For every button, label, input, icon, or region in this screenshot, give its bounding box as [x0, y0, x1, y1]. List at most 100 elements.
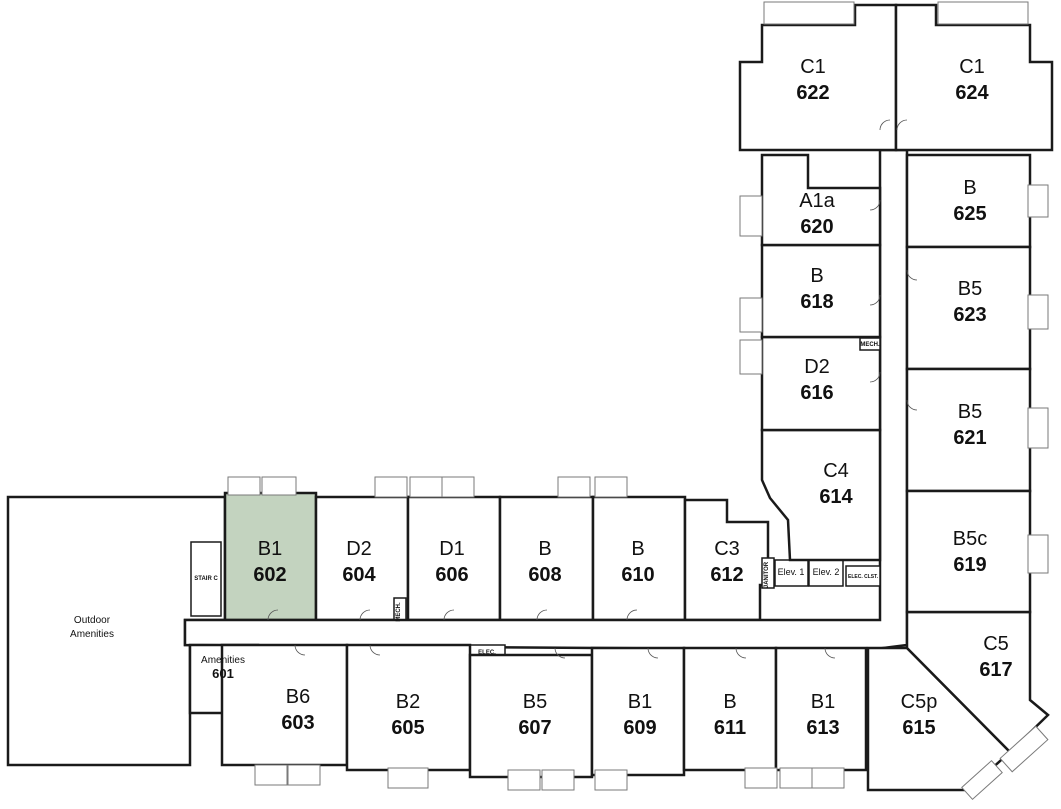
unit-number: 610 — [621, 564, 654, 586]
door-swing — [536, 609, 548, 621]
unit-number: 624 — [955, 82, 989, 104]
unit-type: B5 — [523, 691, 547, 713]
unit-number: 625 — [953, 203, 986, 225]
unit-613[interactable] — [774, 646, 868, 772]
unit-608[interactable] — [498, 495, 595, 622]
window — [1027, 294, 1049, 330]
door-swing — [869, 371, 881, 383]
unit-type: B — [963, 177, 976, 199]
outdoor-label-line2: Amenities — [70, 629, 114, 640]
unit-606[interactable] — [406, 495, 502, 622]
window — [763, 1, 855, 25]
door-swing — [869, 199, 881, 211]
door-swing — [735, 647, 747, 659]
window — [409, 476, 443, 498]
unit-number: 616 — [800, 382, 833, 404]
unit-610[interactable] — [591, 495, 687, 622]
window — [557, 476, 591, 498]
elevator-1[interactable] — [774, 559, 809, 587]
unit-type: B1 — [628, 691, 652, 713]
unit-616[interactable] — [760, 335, 882, 432]
unit-number: 603 — [281, 712, 314, 734]
unit-number: 613 — [806, 717, 839, 739]
unit-619[interactable] — [905, 489, 1032, 614]
elec-closet — [845, 565, 881, 587]
unit-614[interactable] — [760, 428, 882, 562]
unit-type: D2 — [804, 356, 830, 378]
window — [779, 767, 813, 789]
unit-number: 604 — [342, 564, 376, 586]
unit-type: B5c — [953, 528, 987, 550]
unit-type: B — [810, 265, 823, 287]
door-swing — [369, 644, 381, 656]
window — [1027, 407, 1049, 449]
door-swing — [824, 647, 836, 659]
window — [739, 339, 763, 375]
elec-label: ELEC. — [478, 650, 496, 656]
window — [261, 476, 297, 496]
unit-624[interactable] — [894, 3, 1054, 152]
window — [937, 1, 1029, 25]
unit-type: A1a — [799, 190, 835, 212]
stair-c — [190, 541, 222, 617]
unit-622[interactable] — [738, 3, 898, 152]
unit-618[interactable] — [760, 243, 882, 339]
window — [739, 195, 763, 237]
unit-type: B5 — [958, 401, 982, 423]
unit-620[interactable] — [760, 153, 882, 247]
unit-number: 617 — [979, 659, 1012, 681]
unit-number: 619 — [953, 554, 986, 576]
unit-number: 608 — [528, 564, 561, 586]
door-swing — [267, 609, 279, 621]
unit-number: 615 — [902, 717, 935, 739]
amenities-number: 601 — [212, 666, 234, 681]
unit-number: 606 — [435, 564, 468, 586]
door-swing — [879, 119, 891, 131]
door-swing — [359, 609, 371, 621]
unit-type: C5p — [901, 691, 938, 713]
window — [594, 476, 628, 498]
corner-window — [999, 725, 1049, 773]
unit-609[interactable] — [590, 646, 686, 777]
window — [507, 769, 541, 791]
unit-607[interactable] — [468, 653, 594, 779]
window — [374, 476, 408, 498]
window — [541, 769, 575, 791]
door-swing — [869, 294, 881, 306]
unit-605[interactable] — [345, 643, 472, 772]
unit-604[interactable] — [314, 495, 410, 622]
window — [287, 764, 321, 786]
unit-623[interactable] — [905, 245, 1032, 371]
elevator-2-label: Elev. 2 — [813, 567, 840, 577]
janitor-label: JANITOR — [764, 561, 770, 588]
window — [594, 769, 628, 791]
unit-type: B5 — [958, 278, 982, 300]
window — [811, 767, 845, 789]
unit-625[interactable] — [905, 153, 1032, 249]
unit-number: 602 — [253, 564, 286, 586]
unit-type: C1 — [800, 56, 826, 78]
unit-labels: B1 602 D2 604 D1 606 B 608 B 610 C3 612 … — [253, 56, 1012, 739]
door-swing — [906, 399, 918, 411]
unit-612[interactable] — [683, 498, 770, 622]
unit-type: D1 — [439, 538, 465, 560]
window — [744, 767, 778, 789]
window — [254, 764, 288, 786]
window — [227, 476, 261, 496]
unit-type: B6 — [286, 686, 310, 708]
door-swing — [626, 609, 638, 621]
unit-number: 609 — [623, 717, 656, 739]
unit-number: 620 — [800, 216, 833, 238]
unit-type: B2 — [396, 691, 420, 713]
unit-number: 607 — [518, 717, 551, 739]
janitor-closet — [761, 557, 775, 589]
unit-number: 623 — [953, 304, 986, 326]
unit-number: 621 — [953, 427, 986, 449]
unit-type: C5 — [983, 633, 1009, 655]
window — [441, 476, 475, 498]
unit-number: 611 — [714, 717, 746, 739]
door-swing — [906, 269, 918, 281]
unit-type: B — [631, 538, 644, 560]
unit-type: C1 — [959, 56, 985, 78]
